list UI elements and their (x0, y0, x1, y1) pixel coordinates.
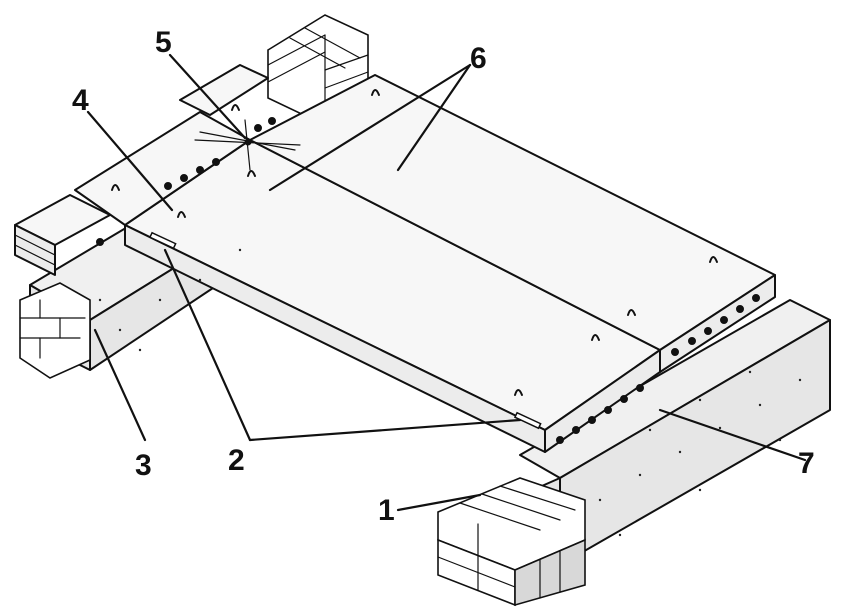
callout-5: 5 (155, 26, 172, 59)
slab-right (249, 74, 776, 373)
anchor-tie (194, 119, 301, 171)
callout-4: 4 (72, 84, 89, 117)
concrete-texture (98, 248, 802, 537)
callout-6: 6 (470, 42, 487, 75)
brick-block-front (437, 477, 586, 607)
brick-block-left (19, 282, 91, 379)
leader-lines (86, 53, 807, 512)
callout-1: 1 (378, 494, 395, 527)
grooves (148, 231, 542, 430)
callout-2: 2 (228, 444, 245, 477)
slab-left (124, 139, 661, 453)
lifting-loops (111, 89, 718, 396)
hollow-cores (96, 117, 760, 444)
callout-7: 7 (798, 447, 815, 480)
callout-3: 3 (135, 449, 152, 482)
